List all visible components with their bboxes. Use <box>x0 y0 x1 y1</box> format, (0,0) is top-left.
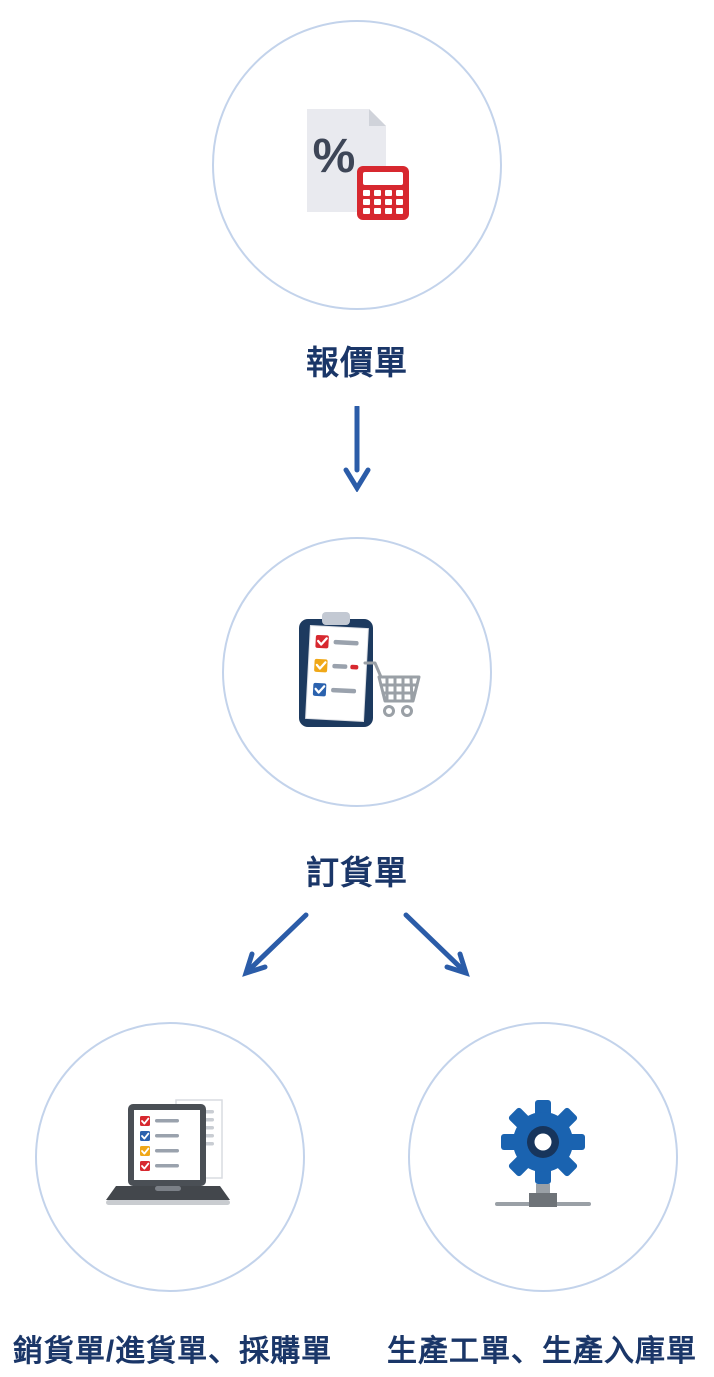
production-node-circle <box>408 1022 678 1292</box>
arrow-down-left-icon <box>242 912 309 977</box>
production-gear-icon <box>495 1100 591 1207</box>
sales-label: 銷貨單/進貨單、採購單 <box>12 1335 333 1368</box>
arrow-down-icon <box>343 406 371 492</box>
quotation-label: 報價單 <box>306 344 408 381</box>
order-node-circle <box>222 537 492 807</box>
order-label: 訂貨單 <box>306 854 408 891</box>
arrow-down-right-icon <box>403 912 470 977</box>
sales-node-circle <box>35 1022 305 1292</box>
quotation-node-circle: % <box>212 20 502 310</box>
laptop-checklist-icon <box>106 1099 230 1205</box>
order-clipboard-cart-icon <box>299 612 421 727</box>
production-label: 生產工單、生產入庫單 <box>387 1335 697 1368</box>
quotation-document-calculator-icon: % <box>307 109 409 220</box>
percent-glyph: % <box>313 130 356 183</box>
